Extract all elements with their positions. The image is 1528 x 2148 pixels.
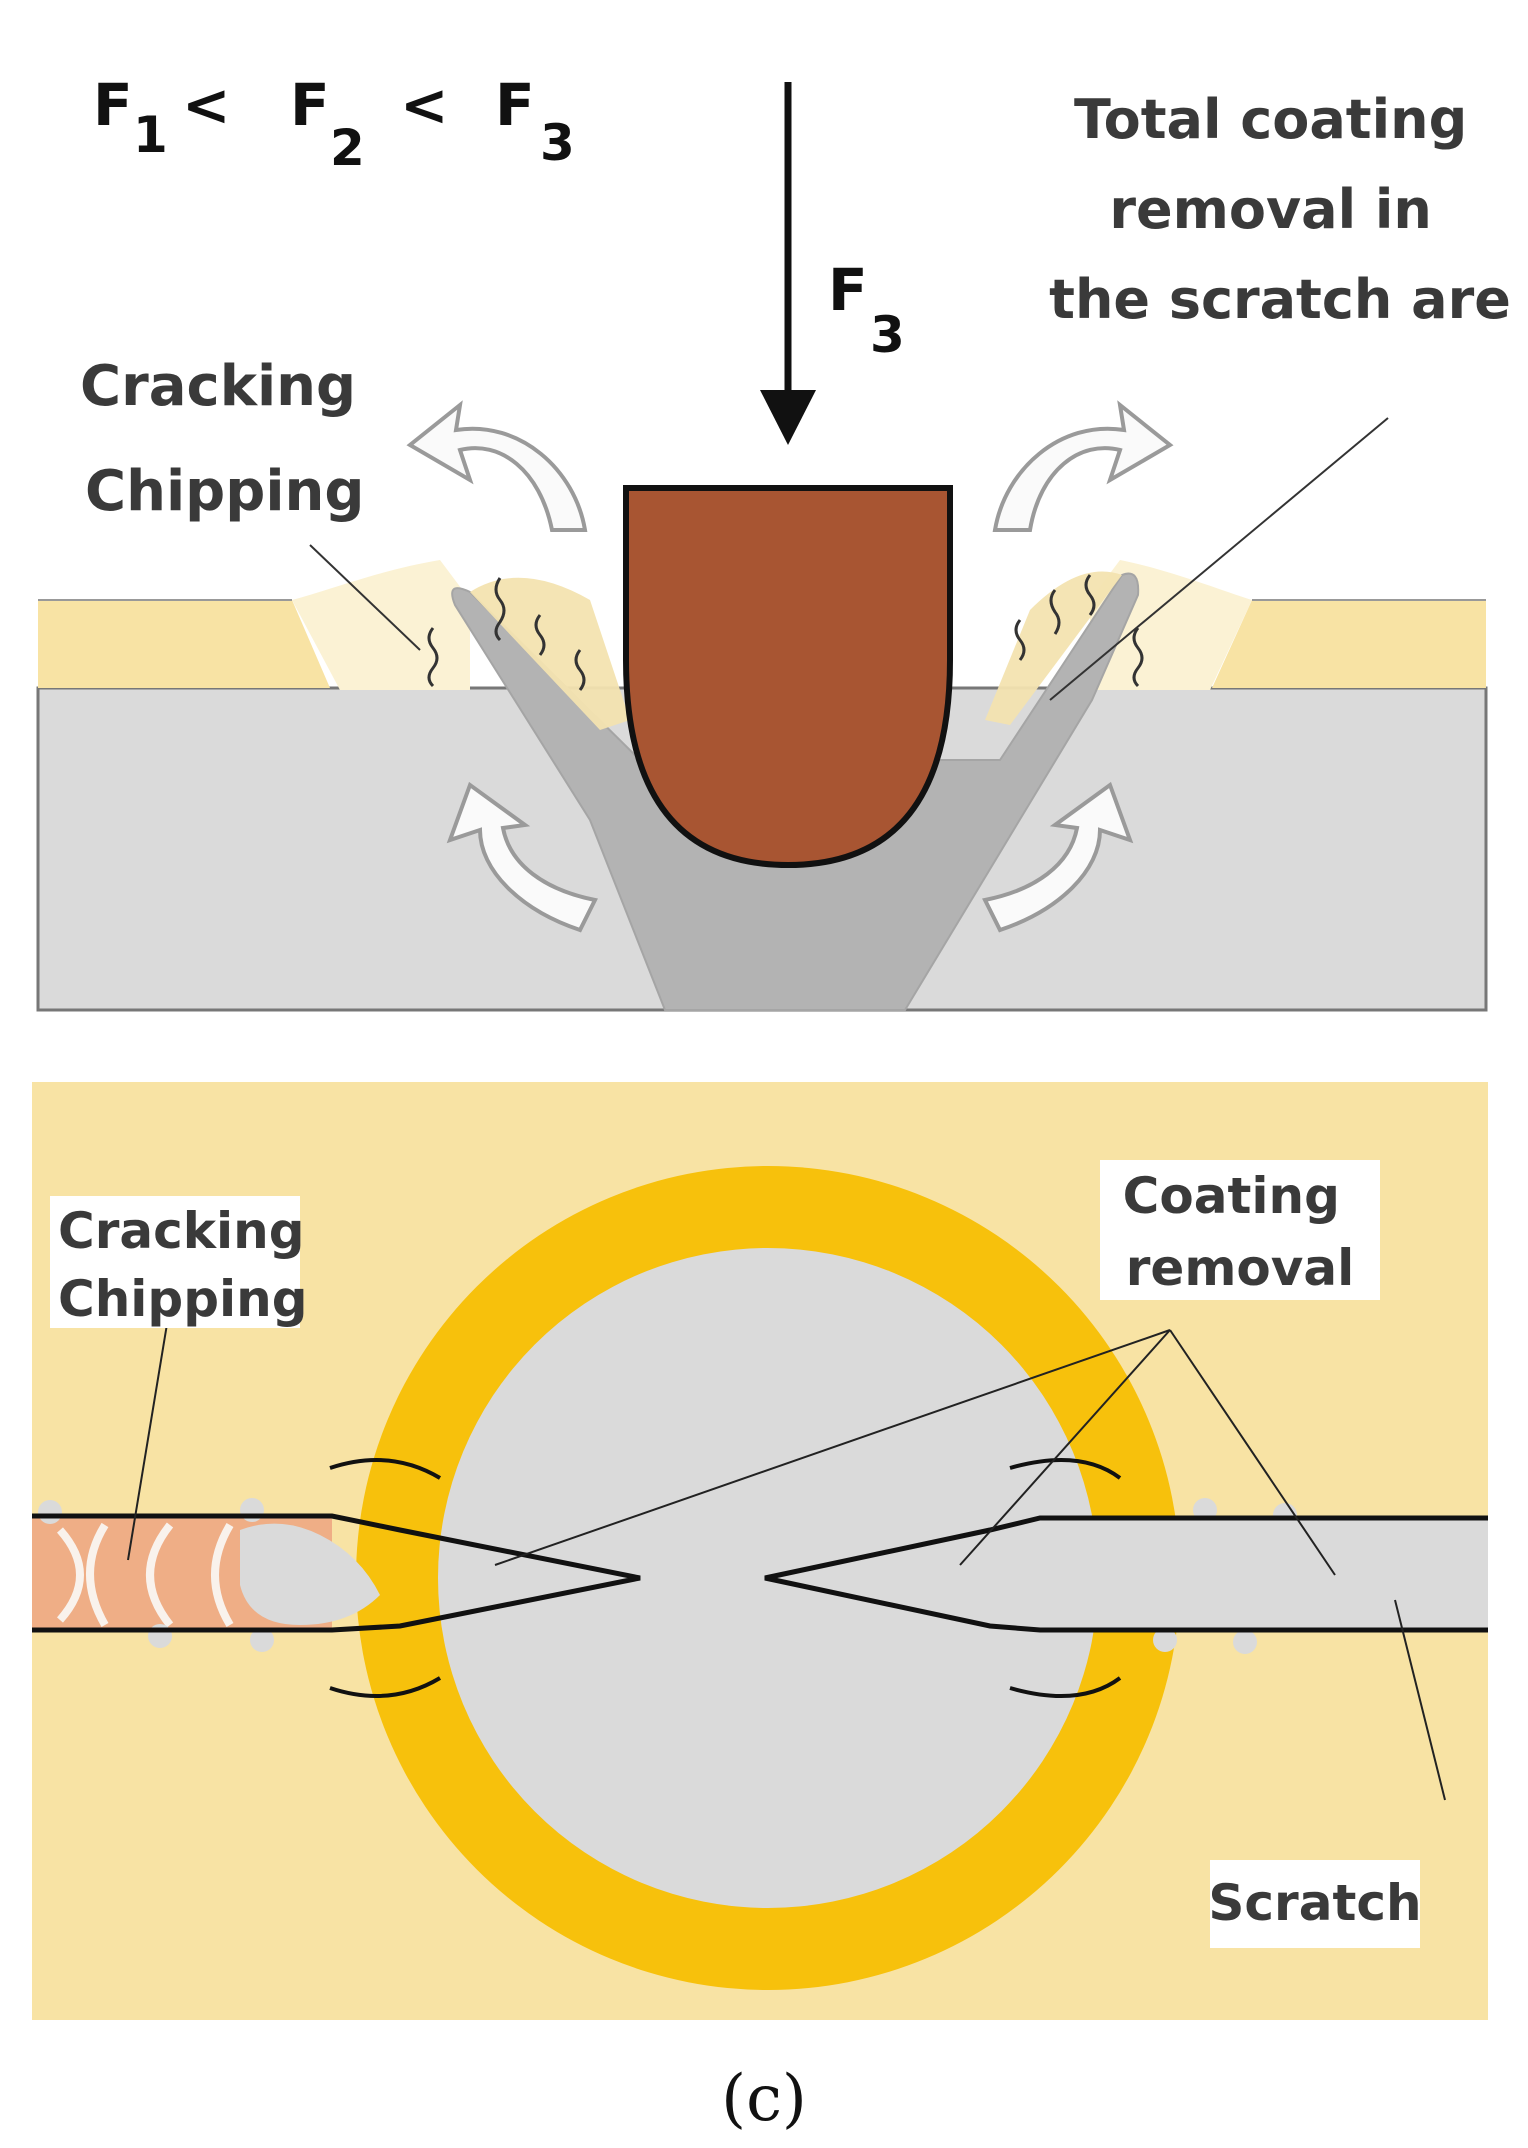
- figure-caption: (c): [721, 2062, 807, 2136]
- svg-text:2: 2: [330, 119, 365, 177]
- flow-arrow-upper-right: [992, 400, 1174, 532]
- ring-tear-marks: [329, 1458, 1122, 1698]
- crack-lines: [427, 574, 1144, 691]
- applied-force-label: F 3: [828, 256, 905, 364]
- svg-text:F: F: [93, 71, 133, 139]
- scratch-edges: [32, 1513, 1488, 1633]
- svg-text:<: <: [182, 71, 231, 139]
- svg-text:F: F: [828, 256, 868, 324]
- cracking-chipping-label-bottom: Cracking Chipping: [58, 1202, 322, 1328]
- svg-text:F: F: [290, 71, 330, 139]
- coating-layer-right: [1212, 600, 1486, 688]
- scratch-track-right: [1040, 1518, 1488, 1630]
- flow-arrow-lower-right: [982, 781, 1134, 933]
- total-removal-label: Total coating removal in the scratch are: [1049, 88, 1511, 331]
- removal-leader-line-top: [1049, 417, 1389, 701]
- svg-text:3: 3: [540, 114, 575, 172]
- chipping-zone-left: [292, 560, 470, 690]
- coating-remnant-right: [985, 571, 1122, 725]
- cross-section-panel: F 1 < F 2 < F 3 F 3 Total coating remova…: [36, 71, 1511, 1012]
- coating-removal-label-box: [1100, 1160, 1380, 1300]
- coating-layer-left: [38, 600, 330, 688]
- chipping-arcs: [56, 1522, 234, 1628]
- force-arrow-head: [760, 390, 816, 445]
- cracking-chipping-label-top: Cracking Chipping: [80, 354, 376, 524]
- indenter-tip: [623, 485, 953, 869]
- force-relation: F 1 < F 2 < F 3: [93, 71, 575, 177]
- scratch-label: Scratch: [1208, 1874, 1421, 1932]
- flow-arrow-lower-left: [446, 781, 598, 933]
- svg-text:3: 3: [870, 306, 905, 364]
- svg-text:1: 1: [133, 106, 168, 164]
- top-view-panel: Cracking Chipping Coating removal Scratc…: [32, 1082, 1488, 2020]
- svg-text:<: <: [400, 71, 449, 139]
- chipped-blob-left: [240, 1523, 380, 1625]
- cracking-label-box: [50, 1196, 300, 1328]
- flow-arrows: [406, 400, 1174, 933]
- coating-remnant-left: [470, 577, 630, 730]
- cracking-leader-line-top: [309, 544, 421, 651]
- svg-text:F: F: [495, 71, 535, 139]
- coating-removal-label: Coating removal: [1123, 1167, 1358, 1297]
- scratch-label-box: [1210, 1860, 1420, 1948]
- flow-arrow-upper-left: [406, 400, 588, 532]
- leader-lines-bottom: [127, 1317, 1446, 1801]
